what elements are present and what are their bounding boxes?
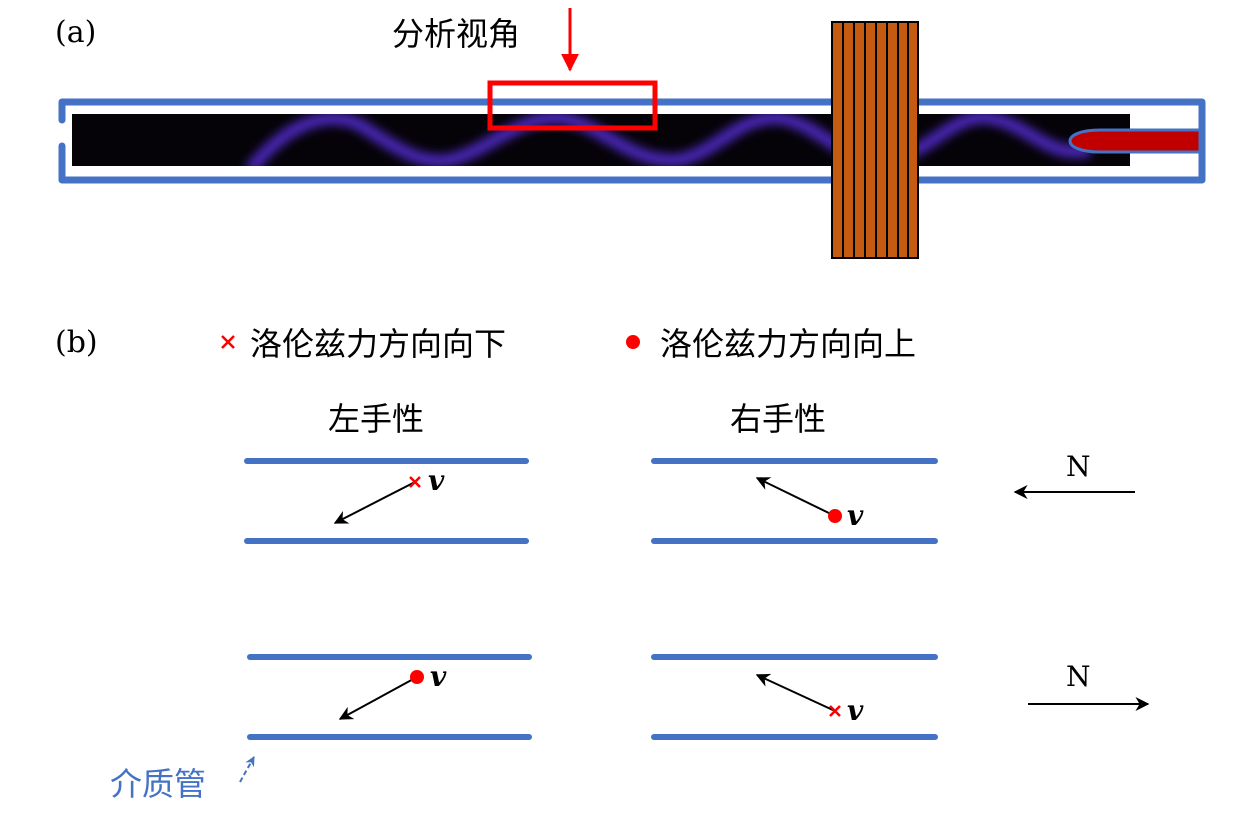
legend: 洛伦兹力方向向下 洛伦兹力方向向上 xyxy=(221,325,916,363)
tube-pointer-arrow xyxy=(239,756,255,783)
cross-marker-icon xyxy=(829,705,841,717)
dielectric-tubes xyxy=(244,458,938,740)
north-label-top: N xyxy=(1066,450,1091,483)
dielectric-tube-label: 介质管 xyxy=(110,765,206,803)
electrode xyxy=(1068,128,1202,154)
cross-marker-icon xyxy=(409,476,421,488)
coil xyxy=(831,21,919,259)
velocity-arrow xyxy=(338,676,418,720)
discharge-tube xyxy=(58,98,1206,184)
dot-marker-icon xyxy=(626,335,640,349)
cross-marker-icon xyxy=(221,335,235,349)
dot-marker-icon xyxy=(410,670,424,684)
panel-b-label: (b) xyxy=(55,325,98,360)
plasma-column xyxy=(72,114,1130,166)
north-label-bottom: N xyxy=(1066,660,1091,693)
legend-down: 洛伦兹力方向向下 xyxy=(250,325,506,363)
velocity-arrow xyxy=(755,673,836,712)
velocity-label: v xyxy=(847,694,864,727)
panel-a-label: (a) xyxy=(55,15,96,50)
analysis-view-box xyxy=(487,80,658,131)
right-handed-title: 右手性 xyxy=(730,400,826,438)
left-handed-title: 左手性 xyxy=(328,400,424,438)
velocity-label: v xyxy=(430,660,447,693)
velocity-arrow xyxy=(755,477,836,517)
view-angle-label: 分析视角 xyxy=(392,15,520,53)
dot-marker-icon xyxy=(828,509,842,523)
velocity-label: v xyxy=(847,499,864,532)
velocity-arrow xyxy=(333,481,416,524)
velocity-label: v xyxy=(428,464,445,497)
legend-up: 洛伦兹力方向向上 xyxy=(660,325,916,363)
